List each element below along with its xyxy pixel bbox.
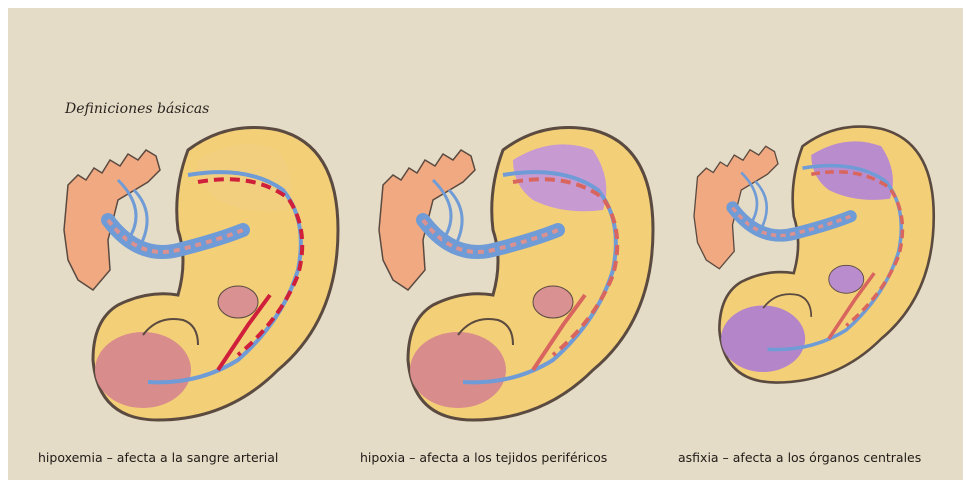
panel-hipoxemia	[48, 120, 368, 438]
panel-asfixia	[680, 120, 966, 438]
caption-hipoxemia: hipoxemia – afecta a la sangre arterial	[38, 450, 278, 465]
panel-hipoxia	[363, 120, 683, 438]
lower-body	[721, 306, 805, 373]
fetus-illustration-hipoxemia	[48, 120, 368, 438]
figure-heading: Definiciones básicas	[65, 101, 209, 117]
heart	[218, 286, 258, 318]
caption-asfixia: asfixia – afecta a los órganos centrales	[678, 450, 921, 465]
lower-body	[95, 332, 191, 408]
figure-frame: Definiciones básicas	[8, 8, 963, 480]
heart	[533, 286, 573, 318]
heart	[829, 265, 864, 293]
fetus-illustration-hipoxia	[363, 120, 683, 438]
caption-hipoxia: hipoxia – afecta a los tejidos periféric…	[360, 450, 607, 465]
fetus-illustration-asfixia	[680, 120, 960, 438]
lower-body	[410, 332, 506, 408]
